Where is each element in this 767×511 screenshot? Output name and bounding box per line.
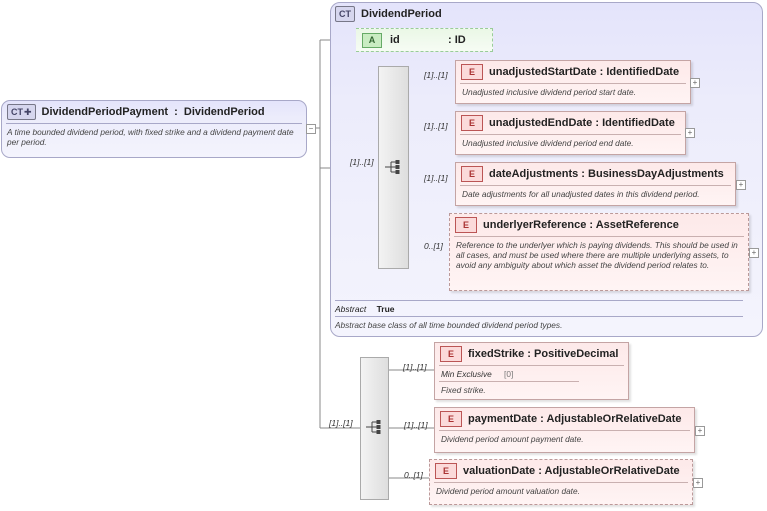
attribute-id[interactable]: A id : ID — [356, 28, 493, 52]
extension-sequence-bar — [360, 357, 389, 500]
element-name: unadjustedStartDate — [489, 66, 597, 78]
base-sequence-multiplicity: [1]..[1] — [350, 157, 374, 167]
expand-icon[interactable]: + — [693, 478, 703, 488]
attribute-type: ID — [454, 34, 466, 46]
element-dateAdjustments[interactable]: E dateAdjustments : BusinessDayAdjustmen… — [455, 162, 736, 206]
extension-sequence-multiplicity: [1]..[1] — [329, 418, 353, 428]
element-multiplicity: [1]..[1] — [424, 121, 448, 131]
element-icon: E — [461, 166, 483, 182]
attribute-name: id — [390, 34, 400, 46]
expand-icon[interactable]: + — [690, 78, 700, 88]
element-name: underlyerReference — [483, 219, 587, 231]
abstract-row: Abstract True — [335, 304, 395, 314]
element-type: AssetReference — [595, 219, 679, 231]
element-multiplicity: [1]..[1] — [404, 420, 428, 430]
element-icon: E — [440, 346, 462, 362]
element-name: valuationDate — [463, 465, 536, 477]
element-multiplicity: 0..[1] — [424, 241, 443, 251]
element-valuationDate[interactable]: E valuationDate : AdjustableOrRelativeDa… — [429, 459, 693, 505]
sequence-icon — [385, 160, 400, 174]
root-collapse-icon[interactable]: − — [306, 124, 316, 134]
element-icon: E — [461, 115, 483, 131]
root-name: DividendPeriodPayment — [41, 106, 169, 118]
expand-icon[interactable]: + — [685, 128, 695, 138]
element-icon: E — [461, 64, 483, 80]
element-name: dateAdjustments — [489, 168, 579, 180]
element-doc: Unadjusted inclusive dividend period sta… — [462, 87, 636, 97]
complex-type-icon: CT — [335, 6, 355, 22]
base-name: DividendPeriod — [361, 8, 442, 20]
element-unadjustedStartDate[interactable]: E unadjustedStartDate : IdentifiedDate U… — [455, 60, 691, 104]
element-multiplicity: 0..[1] — [404, 470, 423, 480]
element-icon: E — [435, 463, 457, 479]
element-type: IdentifiedDate — [606, 66, 680, 78]
element-doc: Dividend period amount payment date. — [441, 434, 584, 444]
expand-icon[interactable]: + — [736, 180, 746, 190]
facet-label: Min Exclusive — [441, 369, 492, 379]
sequence-icon — [366, 420, 381, 434]
element-multiplicity: [1]..[1] — [424, 173, 448, 183]
abstract-label: Abstract — [335, 304, 367, 314]
element-doc: Date adjustments for all unadjusted date… — [462, 189, 700, 199]
root-complex-type[interactable]: CT✚ DividendPeriodPayment : DividendPeri… — [1, 100, 307, 158]
expand-icon[interactable]: + — [695, 426, 705, 436]
element-multiplicity: [1]..[1] — [424, 70, 448, 80]
element-doc: Unadjusted inclusive dividend period end… — [462, 138, 634, 148]
expand-icon[interactable]: + — [749, 248, 759, 258]
base-header: CT DividendPeriod — [335, 6, 442, 22]
root-type: DividendPeriod — [183, 106, 265, 118]
element-multiplicity: [1]..[1] — [403, 362, 427, 372]
element-type: AdjustableOrRelativeDate — [546, 413, 682, 425]
abstract-value: True — [376, 304, 395, 314]
element-name: unadjustedEndDate — [489, 117, 593, 129]
element-fixedStrike[interactable]: E fixedStrike : PositiveDecimal Min Excl… — [434, 342, 629, 400]
complex-type-icon: CT✚ — [7, 104, 36, 120]
element-type: BusinessDayAdjustments — [588, 168, 724, 180]
element-paymentDate[interactable]: E paymentDate : AdjustableOrRelativeDate… — [434, 407, 695, 453]
base-doc: Abstract base class of all time bounded … — [335, 320, 563, 330]
element-doc: Reference to the underlyer which is payi… — [456, 240, 738, 270]
element-doc: Dividend period amount valuation date. — [436, 486, 580, 496]
element-icon: E — [455, 217, 477, 233]
element-name: fixedStrike — [468, 348, 525, 360]
element-type: PositiveDecimal — [534, 348, 619, 360]
facet-value: [0] — [504, 369, 514, 379]
element-type: AdjustableOrRelativeDate — [544, 465, 680, 477]
element-doc: Fixed strike. — [441, 385, 486, 395]
element-type: IdentifiedDate — [602, 117, 675, 129]
element-name: paymentDate — [468, 413, 538, 425]
element-underlyerReference[interactable]: E underlyerReference : AssetReference Re… — [449, 213, 749, 291]
element-icon: E — [440, 411, 462, 427]
root-doc: A time bounded dividend period, with fix… — [7, 127, 294, 147]
element-unadjustedEndDate[interactable]: E unadjustedEndDate : IdentifiedDate Una… — [455, 111, 686, 155]
